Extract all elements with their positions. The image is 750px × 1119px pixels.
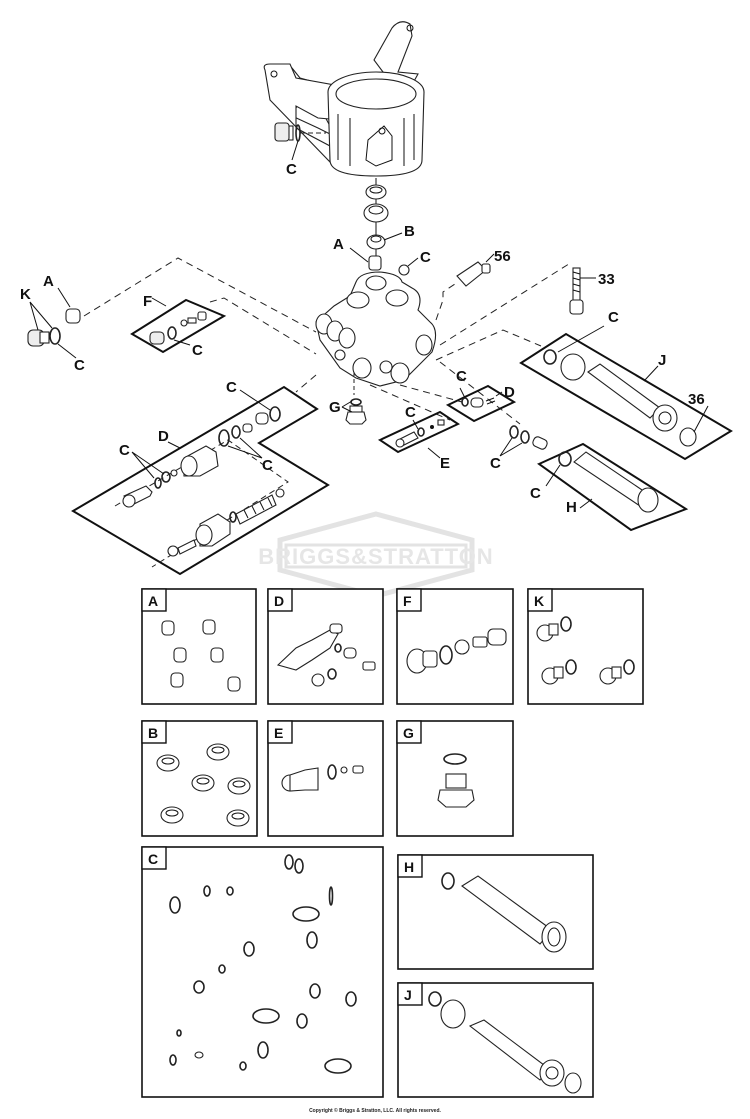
callout-housing-c: C (286, 161, 297, 178)
nozzle-icons (161, 619, 241, 692)
kit-box-d: D (267, 588, 384, 705)
kit-box-c: C (141, 846, 384, 1098)
callout-c-d-top: C (226, 379, 237, 396)
kit-label-e: E (274, 725, 283, 741)
group-h: C H (530, 442, 689, 532)
mid-rings: C (490, 425, 548, 472)
callout-c-j: C (608, 309, 619, 326)
kit-box-h: H (397, 854, 594, 970)
callout-c-d-left: C (119, 442, 130, 459)
pump-manifold (315, 271, 437, 387)
part-56-fitting: 56 (456, 248, 511, 287)
callout-d-small: D (504, 384, 515, 401)
kit-label-j: J (404, 987, 412, 1003)
kit-label-h: H (404, 859, 414, 875)
callout-c-top: C (420, 249, 431, 266)
group-f: F C (130, 293, 227, 359)
callout-c-d-small: C (456, 368, 467, 385)
callout-d-left: D (158, 428, 169, 445)
callout-f-group: F (143, 293, 152, 310)
kit-box-k: K (527, 588, 644, 705)
kit-box-e: E (267, 720, 384, 837)
kit-box-f: F (396, 588, 514, 705)
callout-36: 36 (688, 391, 705, 408)
group-g: G (329, 398, 367, 425)
housing-plug: C (274, 122, 326, 178)
kit-label-b: B (148, 725, 158, 741)
callout-c-h: C (530, 485, 541, 502)
kit-label-d: D (274, 593, 284, 609)
callout-c-f: C (192, 342, 203, 359)
callout-c-e: C (405, 404, 416, 421)
kit-box-j: J (397, 982, 594, 1098)
callout-b-top: B (404, 223, 415, 240)
callout-h: H (566, 499, 577, 516)
callout-56: 56 (494, 248, 511, 265)
callout-k-left: K (20, 286, 31, 303)
kit-label-k: K (534, 593, 544, 609)
callout-a-top: A (333, 236, 344, 253)
kit-label-c: C (148, 851, 158, 867)
briggs-stratton-watermark: BRIGGS&STRATTON (258, 511, 493, 599)
callout-g: G (329, 399, 341, 416)
pump-housing (263, 21, 425, 177)
seal-stack: B A C (333, 178, 431, 276)
callout-e: E (440, 455, 450, 472)
group-e: C E (377, 404, 461, 472)
callout-j: J (658, 352, 666, 369)
kit-box-g: G (396, 720, 514, 837)
watermark-text: BRIGGS&STRATTON (258, 544, 493, 569)
kit-box-b: B (141, 720, 258, 837)
kit-label-a: A (148, 593, 158, 609)
part-33-bolt: 33 (569, 267, 615, 315)
callout-a-left: A (43, 273, 54, 290)
callout-c-d-right: C (262, 457, 273, 474)
kit-label-f: F (403, 593, 412, 609)
kit-box-a: A (141, 588, 257, 705)
callout-c-left: C (74, 357, 85, 374)
callout-c-mid: C (490, 455, 501, 472)
copyright-notice: Copyright © Briggs & Stratton, LLC. All … (309, 1108, 441, 1114)
seal-icons (156, 743, 251, 827)
callout-33: 33 (598, 271, 615, 288)
left-plug-assembly: A K C (20, 273, 85, 374)
group-j: C J 36 (519, 309, 733, 461)
group-d-small: C D (445, 368, 517, 423)
assembly-dash-lines (83, 257, 573, 425)
o-ring-icons (169, 854, 357, 1074)
group-d-large: C D C C (71, 379, 330, 576)
kit-label-g: G (403, 725, 414, 741)
